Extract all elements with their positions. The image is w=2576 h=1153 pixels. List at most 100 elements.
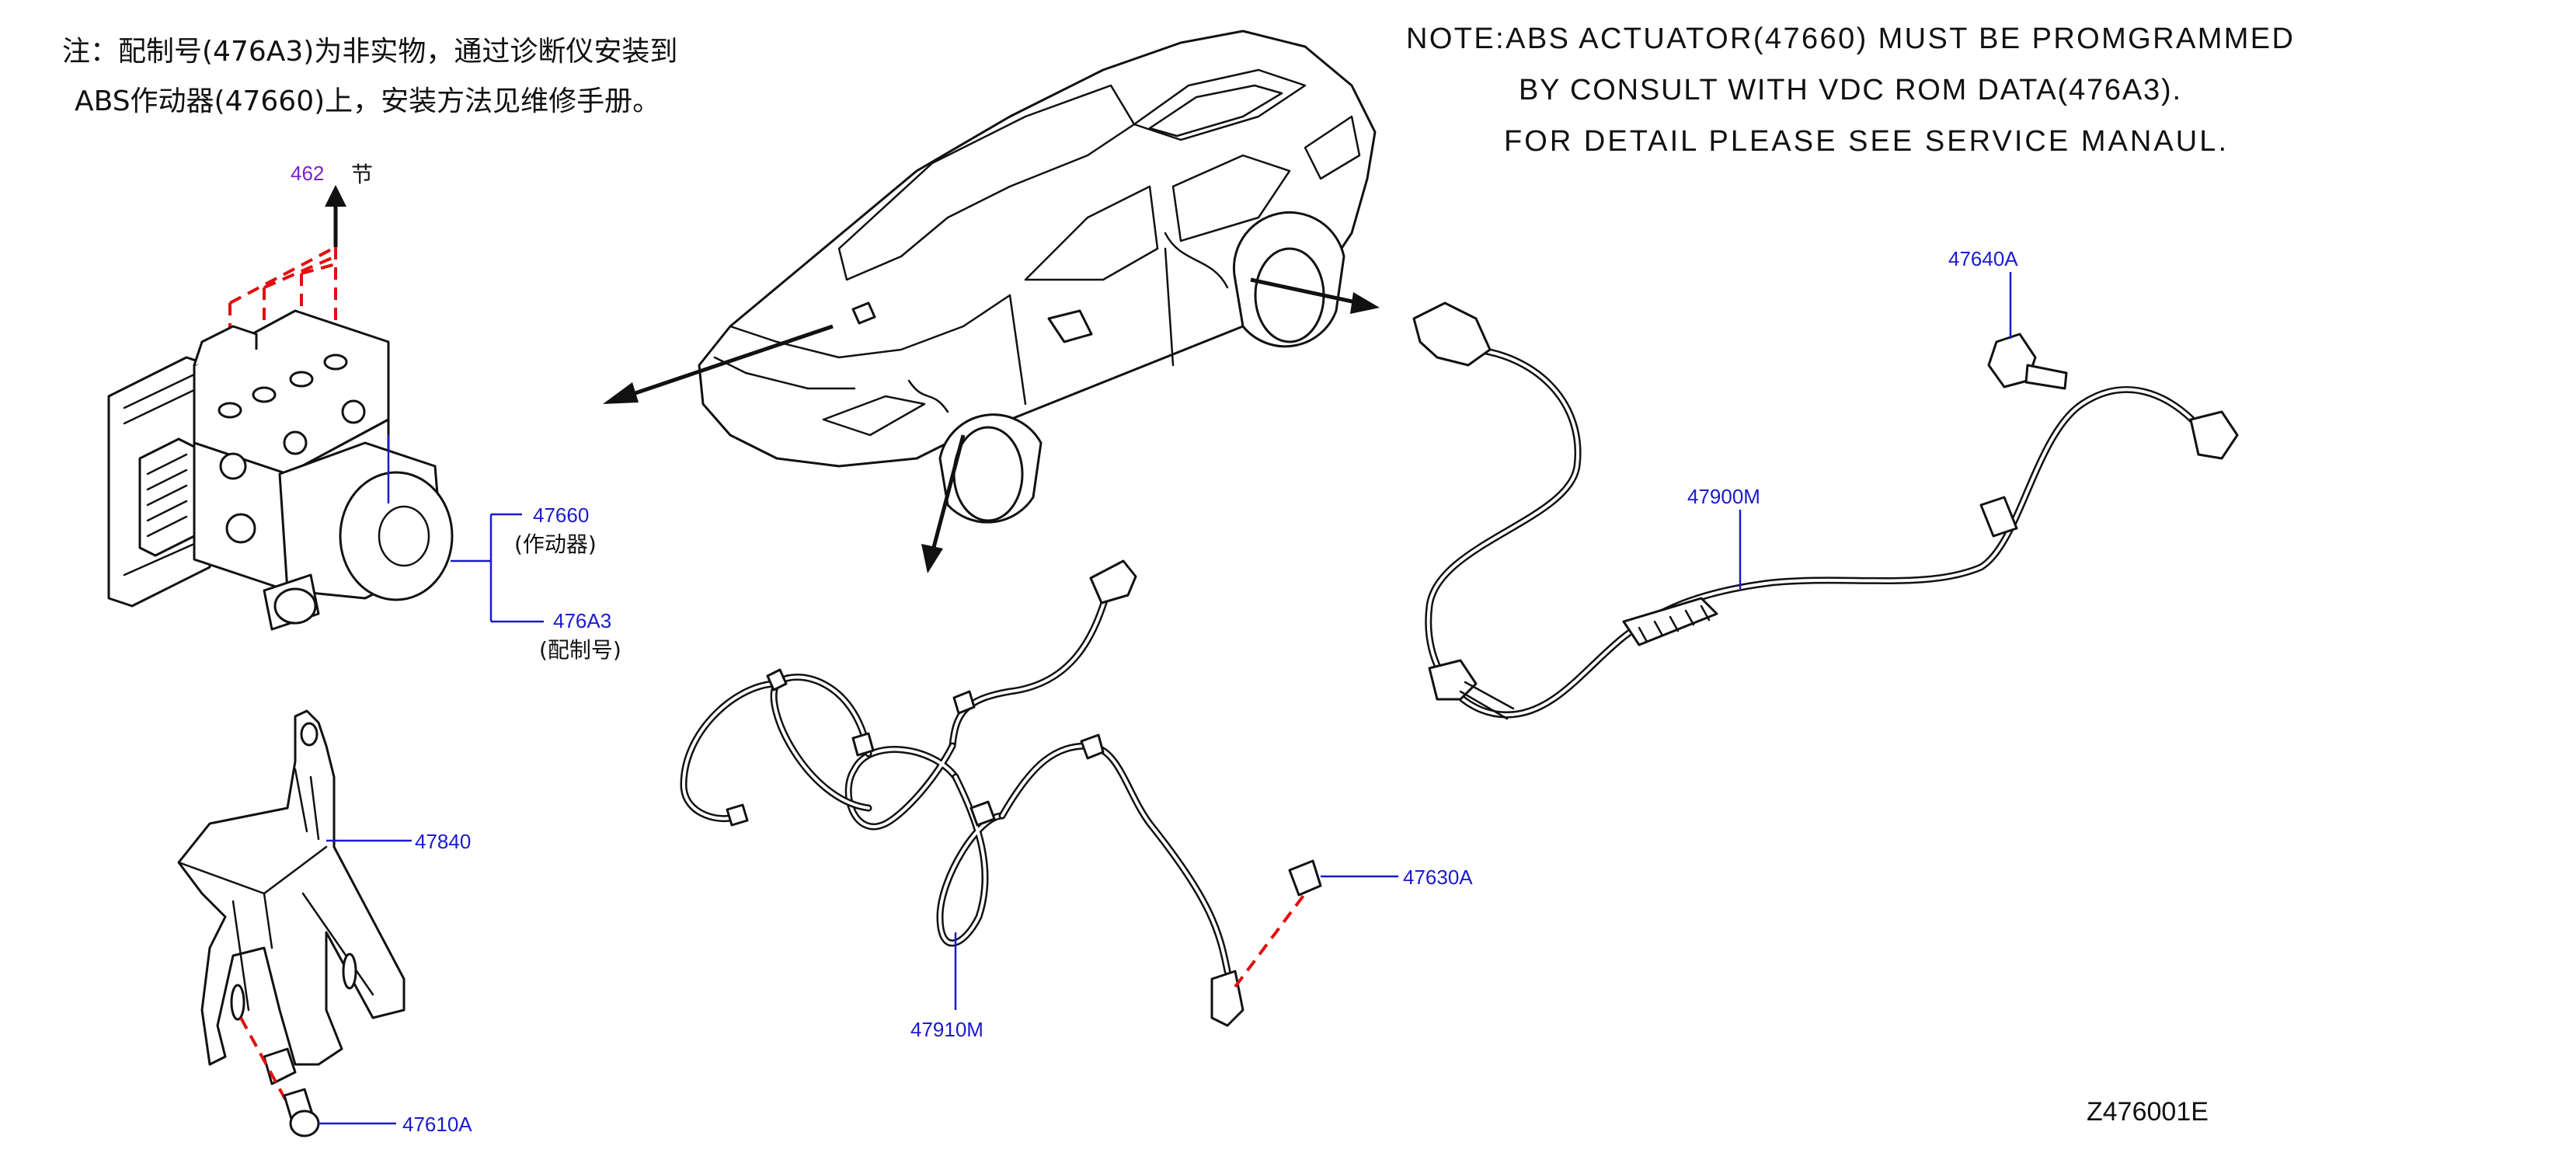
bracket-bolt-part-number: 47610A <box>402 1113 472 1136</box>
rear-sensor-bolt-shank <box>2024 364 2068 390</box>
front-harness-clip-3 <box>952 690 976 715</box>
pipe-port-4 <box>323 354 348 371</box>
english-note-line-2: BY CONSULT WITH VDC ROM DATA(476A3). <box>1519 74 2181 106</box>
bracket-tab <box>263 1047 297 1085</box>
vehicle-windshield <box>837 84 1136 281</box>
actuator-leader-bracket <box>451 513 544 623</box>
vehicle-harness-route <box>907 232 1229 413</box>
arrow-to-actuator-head <box>603 382 639 404</box>
section-ref-word: 节 <box>351 162 373 187</box>
rear-harness-sleeve-ribs <box>1638 604 1711 643</box>
vehicle-sunroof <box>1133 68 1307 141</box>
arrow-to-actuator <box>621 324 834 400</box>
block-bore-4 <box>225 513 256 544</box>
english-note-line-1: NOTE:ABS ACTUATOR(47660) MUST BE PROMGRA… <box>1406 23 2293 55</box>
bracket-bolt-route <box>239 1017 289 1104</box>
bracket-bolt: 47610A <box>239 1017 472 1137</box>
actuator-connector-pins <box>146 453 188 538</box>
diagram-id: Z476001E <box>2087 1097 2209 1127</box>
config-part-number: 476A3 <box>553 609 611 632</box>
front-harness-far-loop <box>680 680 781 823</box>
vehicle-outline <box>698 30 1377 524</box>
vehicle-grille-line <box>713 356 856 390</box>
actuator-callouts: 47660 (作动器) 476A3 (配制号) <box>387 435 621 663</box>
arrow-to-front-sensor-head <box>921 544 943 573</box>
arrow-to-front-sensor <box>930 434 966 554</box>
vehicle-hood-line <box>729 294 1011 359</box>
front-harness-clip-6 <box>726 803 749 827</box>
vehicle-front-window <box>1024 185 1159 281</box>
front-harness-clip-1 <box>766 668 788 691</box>
vehicle-actuator-marker <box>851 301 876 325</box>
chinese-note: 注：配制号(476A3)为非实物，通过诊断仪安装到 ABS作动器(47660)上… <box>62 36 677 117</box>
bracket-top-hole <box>300 722 319 747</box>
vehicle-front-wheel-hub <box>952 426 1024 522</box>
rear-harness-grommet <box>1428 659 1478 701</box>
rear-harness-cable <box>1425 346 2210 719</box>
front-harness-upper <box>949 580 1113 750</box>
bracket-part-number: 47840 <box>415 830 471 853</box>
front-harness-clip-4 <box>969 800 996 827</box>
config-part-name: (配制号) <box>539 637 621 663</box>
rear-harness-connector <box>1412 301 1492 367</box>
section-ref-arrow-head <box>325 185 346 207</box>
rear-harness-sleeve <box>1622 597 1718 646</box>
front-harness-to-sensor <box>998 742 1231 975</box>
vehicle-mirror <box>1047 309 1093 343</box>
front-sensor-harness: 47910M 47630A <box>680 559 1473 1041</box>
actuator-motor-plug-cap <box>273 587 317 625</box>
actuator-part-name: (作动器) <box>514 531 597 557</box>
rear-harness-clip <box>1979 496 2018 538</box>
front-harness-clip-2 <box>851 732 875 757</box>
actuator-connector <box>138 437 196 557</box>
english-note-line-3: FOR DETAIL PLEASE SEE SERVICE MANAUL. <box>1504 125 2226 158</box>
vehicle-sunroof-glass <box>1148 84 1283 138</box>
vehicle-headlight <box>822 395 926 437</box>
front-harness-lower <box>936 773 1006 947</box>
bracket-bolt-head <box>289 1109 320 1137</box>
vehicle-arrows <box>603 277 1380 573</box>
block-bore-2 <box>283 430 308 455</box>
front-sensor-bolt <box>1288 859 1322 897</box>
vehicle-rear-window <box>1171 154 1291 242</box>
front-sensor-bolt-route <box>1234 892 1307 988</box>
arrow-to-rear-sensor <box>1250 277 1360 305</box>
actuator-part-number: 47660 <box>533 503 589 527</box>
rear-harness-part-number: 47900M <box>1687 485 1760 508</box>
rear-harness-grommet-thread <box>1459 681 1515 720</box>
front-harness-connector <box>1089 559 1137 604</box>
front-harness-clip-5 <box>1080 733 1105 760</box>
rear-sensor-bolt-part-number: 47640A <box>1948 247 2018 270</box>
vehicle-quarter-window <box>1304 115 1361 180</box>
rear-sensor-bolt: 47640A <box>1948 247 2068 390</box>
front-sensor-bolt-part-number: 47630A <box>1403 866 1473 889</box>
pipe-port-2 <box>252 386 277 403</box>
chinese-note-line-1: 注：配制号(476A3)为非实物，通过诊断仪安装到 <box>62 36 677 68</box>
pipe-port-1 <box>218 402 242 419</box>
front-harness-part-number: 47910M <box>910 1018 983 1041</box>
actuator-motor-center <box>378 505 430 567</box>
actuator-top-cap <box>193 325 258 366</box>
actuator-ecu-ribs <box>123 373 196 576</box>
block-bore-3 <box>341 399 366 424</box>
english-note: NOTE:ABS ACTUATOR(47660) MUST BE PROMGRA… <box>1406 23 2293 158</box>
chinese-note-line-2: ABS作动器(47660)上，安装方法见维修手册。 <box>75 85 660 117</box>
arrow-to-rear-sensor-head <box>1350 292 1380 314</box>
front-wheel-sensor <box>1210 970 1244 1027</box>
mounting-bracket: 47840 <box>177 709 471 1085</box>
vehicle-body <box>698 30 1377 468</box>
section-reference: 462 节 <box>291 162 373 247</box>
bracket-slot-right <box>342 953 357 990</box>
bracket-slot-left <box>230 984 245 1021</box>
abs-actuator <box>107 246 454 631</box>
pipe-port-3 <box>289 371 314 388</box>
bracket-outline <box>177 709 406 1066</box>
actuator-motor-cap <box>339 471 454 601</box>
block-bore-1 <box>219 452 247 480</box>
rear-sensor-harness: 47900M <box>1412 301 2239 720</box>
section-ref-number: 462 <box>291 162 324 185</box>
bracket-ribs <box>177 768 374 1012</box>
rear-wheel-sensor <box>2189 410 2239 460</box>
vehicle-rear-wheel-hub <box>1254 247 1325 343</box>
